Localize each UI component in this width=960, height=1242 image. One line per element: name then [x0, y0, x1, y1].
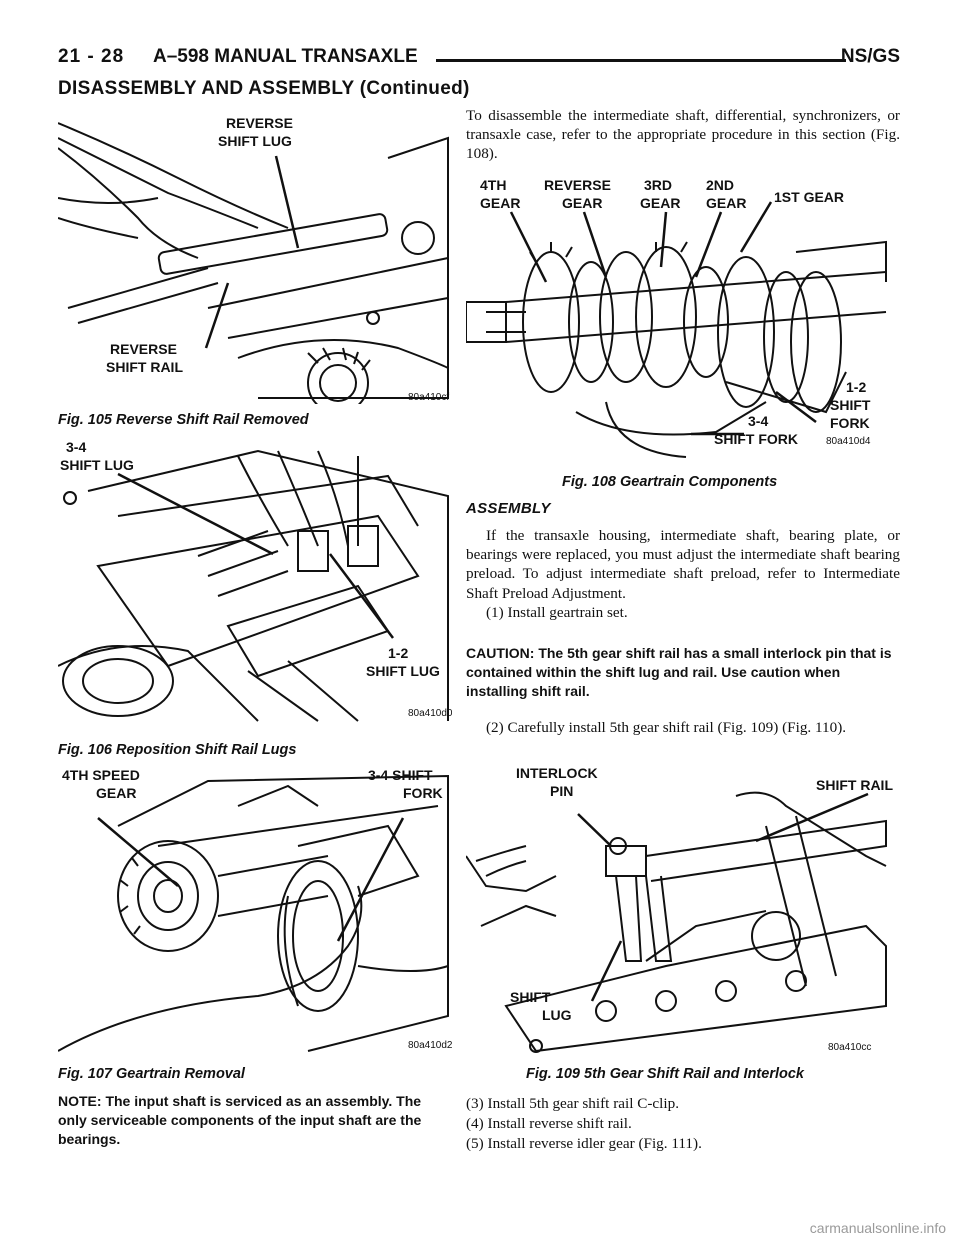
figure-105-illustration: REVERSE SHIFT LUG REVERSE SHIFT RAIL 80a… — [58, 115, 449, 404]
fig108-label-gear-4: GEAR — [706, 195, 746, 211]
note-input-shaft: NOTE: The input shaft is serviced as an … — [58, 1093, 422, 1147]
intro-paragraph: To disassemble the intermediate shaft, d… — [466, 107, 900, 163]
fig109-label-shift: SHIFT — [510, 989, 551, 1005]
step-3: (3) Install 5th gear shift rail C-clip. — [466, 1095, 679, 1112]
fig105-code: 80a410cf — [408, 392, 449, 403]
figure-106-caption: Fig. 106 Reposition Shift Rail Lugs — [58, 742, 297, 758]
figure-108-caption: Fig. 108 Geartrain Components — [562, 474, 778, 490]
figure-105-caption: Fig. 105 Reverse Shift Rail Removed — [58, 412, 309, 428]
header-rule — [436, 59, 846, 62]
fig108-label-gear-1: GEAR — [480, 195, 520, 211]
fig107-label-4th-speed: 4TH SPEED — [62, 767, 140, 783]
fig108-label-shift-fork: SHIFT FORK — [714, 431, 798, 447]
step-4: (4) Install reverse shift rail. — [466, 1115, 632, 1132]
figure-107-caption: Fig. 107 Geartrain Removal — [58, 1066, 245, 1082]
fig108-label-1-2: 1-2 — [846, 379, 866, 395]
figure-108: 4TH GEAR REVERSE GEAR 3RD GEAR 2ND GEAR … — [466, 172, 900, 464]
fig107-label-gear: GEAR — [96, 785, 136, 801]
fig106-label-1-2: 1-2 — [388, 645, 408, 661]
figure-106: 3-4 SHIFT LUG 1-2 SHIFT LUG 80a410d0 — [58, 436, 452, 724]
fig108-label-shift-1: SHIFT — [830, 397, 871, 413]
fig108-label-reverse: REVERSE — [544, 177, 611, 193]
step-1: (1) Install geartrain set. — [486, 604, 628, 621]
fig109-label-shift-rail: SHIFT RAIL — [816, 777, 893, 793]
step-5: (5) Install reverse idler gear (Fig. 111… — [466, 1135, 702, 1152]
figure-107: 4TH SPEED GEAR 3-4 SHIFT FORK 80a410d2 — [58, 766, 452, 1054]
fig108-label-fork: FORK — [830, 415, 870, 431]
fig105-label-reverse-2: REVERSE — [110, 341, 177, 357]
fig107-label-fork: FORK — [403, 785, 443, 801]
fig108-label-4th: 4TH — [480, 177, 506, 193]
fig106-code: 80a410d0 — [408, 708, 452, 719]
section-heading: DISASSEMBLY AND ASSEMBLY (Continued) — [58, 78, 470, 99]
page-number: 21 - 28 — [58, 46, 125, 67]
fig108-label-gear-3: GEAR — [640, 195, 680, 211]
fig108-label-2nd: 2ND — [706, 177, 734, 193]
fig105-label-reverse-1: REVERSE — [226, 115, 293, 131]
document-title: A–598 MANUAL TRANSAXLE — [153, 46, 418, 67]
fig105-label-shift-rail: SHIFT RAIL — [106, 359, 183, 375]
figure-109-caption: Fig. 109 5th Gear Shift Rail and Interlo… — [526, 1066, 804, 1082]
figure-109: INTERLOCK PIN SHIFT RAIL SHIFT LUG 80a41… — [466, 766, 900, 1058]
figure-105: REVERSE SHIFT LUG REVERSE SHIFT RAIL 80a… — [58, 108, 452, 404]
step-2: (2) Carefully install 5th gear shift rai… — [486, 719, 847, 736]
fig108-label-gear-2: GEAR — [562, 195, 602, 211]
fig108-code: 80a410d4 — [826, 436, 871, 447]
figure-109-illustration: INTERLOCK PIN SHIFT RAIL SHIFT LUG 80a41… — [466, 766, 893, 1053]
fig105-label-shift-lug: SHIFT LUG — [218, 133, 292, 149]
figure-108-illustration: 4TH GEAR REVERSE GEAR 3RD GEAR 2ND GEAR … — [466, 177, 887, 458]
assembly-paragraph: If the transaxle housing, intermediate s… — [466, 527, 900, 602]
fig106-label-shift-lug-2: SHIFT LUG — [366, 663, 440, 679]
fig106-label-3-4: 3-4 — [66, 439, 86, 455]
fig108-label-3-4: 3-4 — [748, 413, 768, 429]
fig109-label-interlock: INTERLOCK — [516, 766, 598, 781]
page-header: 21 - 28 A–598 MANUAL TRANSAXLE NS/GS — [58, 44, 900, 74]
fig106-label-shift-lug-1: SHIFT LUG — [60, 457, 134, 473]
fig109-label-pin: PIN — [550, 783, 573, 799]
fig108-label-3rd: 3RD — [644, 177, 672, 193]
fig107-code: 80a410d2 — [408, 1040, 452, 1051]
fig109-label-lug: LUG — [542, 1007, 572, 1023]
assembly-heading: ASSEMBLY — [466, 500, 551, 517]
model-code: NS/GS — [840, 46, 900, 67]
watermark: carmanualsonline.info — [809, 1220, 946, 1236]
figure-107-illustration: 4TH SPEED GEAR 3-4 SHIFT FORK 80a410d2 — [58, 767, 452, 1052]
figure-106-illustration: 3-4 SHIFT LUG 1-2 SHIFT LUG 80a410d0 — [58, 439, 452, 722]
fig108-label-1st-gear: 1ST GEAR — [774, 189, 844, 205]
caution-shift-rail: CAUTION: The 5th gear shift rail has a s… — [466, 645, 892, 699]
fig109-code: 80a410cc — [828, 1042, 871, 1053]
fig107-label-3-4-shift: 3-4 SHIFT — [368, 767, 433, 783]
